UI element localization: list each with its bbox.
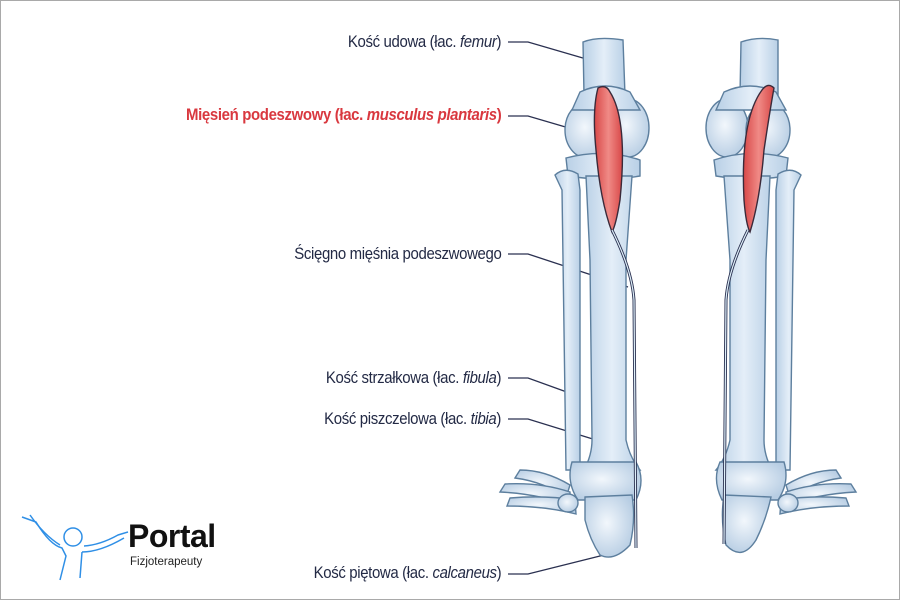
label-femur-suffix: ): [496, 32, 501, 51]
label-fibula-text: Kość strzałkowa (łac.: [325, 368, 463, 387]
label-fibula-suffix: ): [496, 368, 501, 387]
logo-figure-icon: [21, 514, 129, 581]
label-fibula: Kość strzałkowa (łac. fibula): [325, 368, 502, 388]
label-tibia: Kość piszczelowa (łac. tibia): [324, 409, 501, 429]
label-tibia-text: Kość piszczelowa (łac.: [324, 409, 471, 428]
label-femur-latin: femur: [459, 32, 497, 51]
label-plantaris: Mięsień podeszwowy (łac. musculus planta…: [185, 105, 502, 125]
logo-title: Portal: [128, 518, 216, 554]
logo-subtitle: Fizjoterapeuty: [130, 556, 203, 568]
label-tendon: Ścięgno mięśnia podeszwowego: [293, 244, 502, 264]
label-plantaris-latin: musculus plantaris: [366, 105, 497, 124]
label-tendon-text: Ścięgno mięśnia podeszwowego: [293, 244, 502, 263]
label-tibia-latin: tibia: [470, 409, 497, 428]
label-tibia-suffix: ): [496, 409, 501, 428]
label-fibula-latin: fibula: [462, 368, 497, 387]
label-calcaneus-text: Kość piętowa (łac.: [313, 563, 433, 582]
label-calcaneus-suffix: ): [496, 563, 501, 582]
right-leg: [705, 37, 858, 553]
label-calcaneus-latin: calcaneus: [432, 563, 497, 582]
label-femur-text: Kość udowa (łac.: [347, 32, 460, 51]
label-plantaris-suffix: ): [496, 105, 501, 124]
label-femur: Kość udowa (łac. femur): [347, 32, 502, 52]
left-leg: [498, 37, 650, 558]
label-calcaneus: Kość piętowa (łac. calcaneus): [313, 563, 501, 583]
label-plantaris-text: Mięsień podeszwowy (łac.: [185, 105, 367, 124]
